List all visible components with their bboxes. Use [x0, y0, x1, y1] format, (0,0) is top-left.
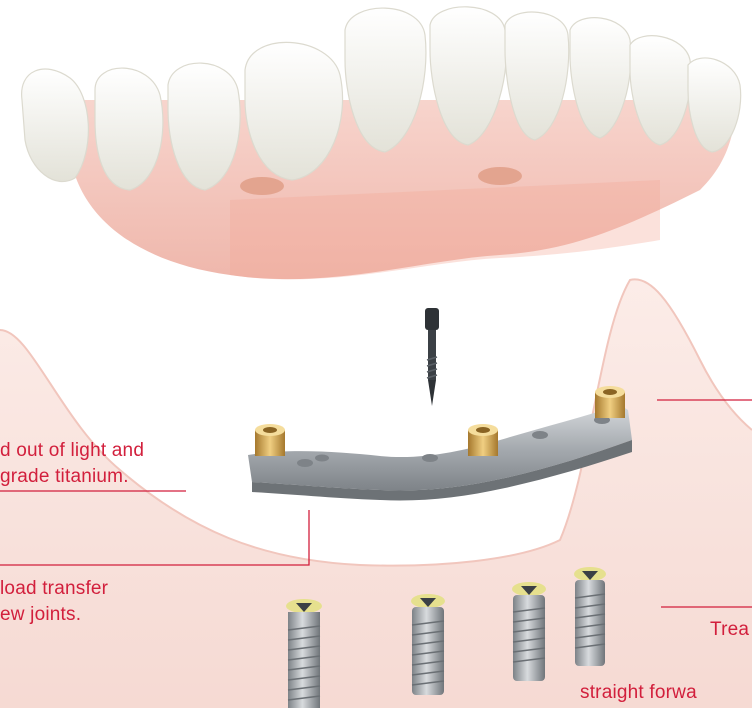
callout-straight-forward: straight forwa — [580, 680, 697, 706]
callout-material-line2: grade titanium. — [0, 464, 129, 490]
callout-treatment: Trea — [710, 617, 749, 643]
screw-icon — [425, 308, 439, 406]
titanium-bar-icon — [248, 386, 632, 501]
callout-material-line1: d out of light and — [0, 438, 144, 464]
denture-icon — [22, 7, 741, 280]
callout-load-line1: load transfer — [0, 576, 108, 602]
callout-load-line2: ew joints. — [0, 602, 81, 628]
